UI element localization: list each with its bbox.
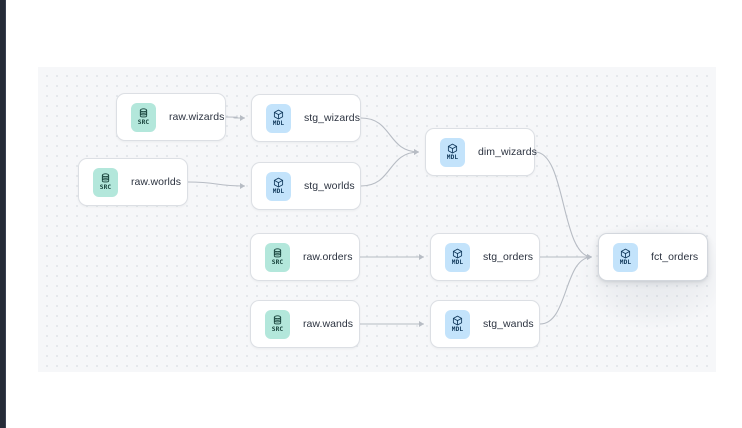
edge-stg_wands-to-fct_orders — [539, 256, 593, 325]
lineage-node-stg_wizards[interactable]: MDL stg_wizards — [251, 94, 361, 142]
model-badge: MDL — [613, 242, 638, 272]
source-badge: SRC — [265, 242, 290, 272]
badge-label: MDL — [451, 325, 464, 333]
badge-label: MDL — [272, 119, 285, 127]
database-icon — [100, 173, 111, 184]
node-label: raw.wands — [303, 318, 354, 330]
edge-arrowhead — [240, 183, 245, 189]
lineage-node-stg_wands[interactable]: MDL stg_wands — [430, 300, 540, 348]
node-label: dim_wizards — [478, 146, 537, 158]
badge-label: SRC — [271, 258, 284, 266]
edge-arrowhead — [240, 115, 245, 121]
badge-label: MDL — [446, 153, 459, 161]
edge-dim_wizards-to-fct_orders — [534, 151, 593, 258]
lineage-node-fct_orders[interactable]: MDL fct_orders — [598, 233, 708, 281]
edge-arrowhead — [587, 254, 592, 260]
cube-icon — [620, 248, 631, 259]
edge-stg_worlds-to-dim_wizards — [360, 151, 420, 187]
lineage-node-raw_wands[interactable]: SRC raw.wands — [250, 300, 360, 348]
database-icon — [272, 315, 283, 326]
edge-stg_wizards-to-dim_wizards — [360, 117, 420, 153]
edge-arrowhead — [587, 254, 592, 260]
node-label: stg_orders — [483, 251, 534, 263]
model-badge: MDL — [266, 103, 291, 133]
node-label: raw.wizards — [169, 111, 225, 123]
badge-label: SRC — [137, 118, 150, 126]
source-badge: SRC — [131, 102, 156, 132]
badge-label: MDL — [619, 258, 632, 266]
lineage-node-stg_orders[interactable]: MDL stg_orders — [430, 233, 540, 281]
lineage-node-stg_worlds[interactable]: MDL stg_worlds — [251, 162, 361, 210]
node-label: fct_orders — [651, 251, 699, 263]
edge-arrowhead — [419, 321, 424, 327]
lineage-node-raw_worlds[interactable]: SRC raw.worlds — [78, 158, 188, 206]
badge-label: SRC — [271, 325, 284, 333]
node-label: stg_wands — [483, 318, 534, 330]
model-badge: MDL — [266, 171, 291, 201]
cube-icon — [452, 315, 463, 326]
edge-raw_wizards-to-stg_wizards — [225, 116, 246, 119]
model-badge: MDL — [440, 137, 465, 167]
node-label: stg_wizards — [304, 112, 360, 124]
cube-icon — [273, 177, 284, 188]
edge-arrowhead — [414, 149, 419, 155]
edge-arrowhead — [414, 149, 419, 155]
model-badge: MDL — [445, 242, 470, 272]
model-badge: MDL — [445, 309, 470, 339]
node-label: stg_worlds — [304, 180, 355, 192]
cube-icon — [452, 248, 463, 259]
badge-label: MDL — [272, 187, 285, 195]
source-badge: SRC — [265, 309, 290, 339]
database-icon — [138, 108, 149, 119]
node-label: raw.orders — [303, 251, 353, 263]
node-label: raw.worlds — [131, 176, 182, 188]
edge-arrowhead — [419, 254, 424, 260]
lineage-node-dim_wizards[interactable]: MDL dim_wizards — [425, 128, 537, 176]
database-icon — [272, 248, 283, 259]
lineage-node-raw_orders[interactable]: SRC raw.orders — [250, 233, 360, 281]
badge-label: SRC — [99, 183, 112, 191]
cube-icon — [447, 143, 458, 154]
side-rail-divider — [5, 0, 6, 428]
edge-arrowhead — [587, 254, 592, 260]
lineage-node-raw_wizards[interactable]: SRC raw.wizards — [116, 93, 226, 141]
app-side-rail — [0, 0, 6, 428]
source-badge: SRC — [93, 167, 118, 197]
edge-raw_worlds-to-stg_worlds — [187, 181, 246, 187]
badge-label: MDL — [451, 258, 464, 266]
cube-icon — [273, 109, 284, 120]
